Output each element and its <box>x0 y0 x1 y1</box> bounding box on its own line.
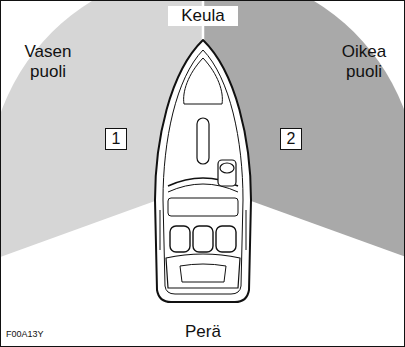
boat-illustration <box>155 40 251 302</box>
side-label: Oikea puoli <box>328 42 400 81</box>
callout-number: 1 <box>105 128 127 150</box>
callout-number: 2 <box>280 128 302 150</box>
bow-label: Keula <box>168 6 238 26</box>
callout-number-text: 1 <box>112 130 121 148</box>
stern-label: Perä <box>168 322 238 342</box>
figure-code: F00A13Y <box>6 329 66 339</box>
side-label: Vasen puoli <box>12 42 84 81</box>
callout-number-text: 2 <box>287 130 296 148</box>
